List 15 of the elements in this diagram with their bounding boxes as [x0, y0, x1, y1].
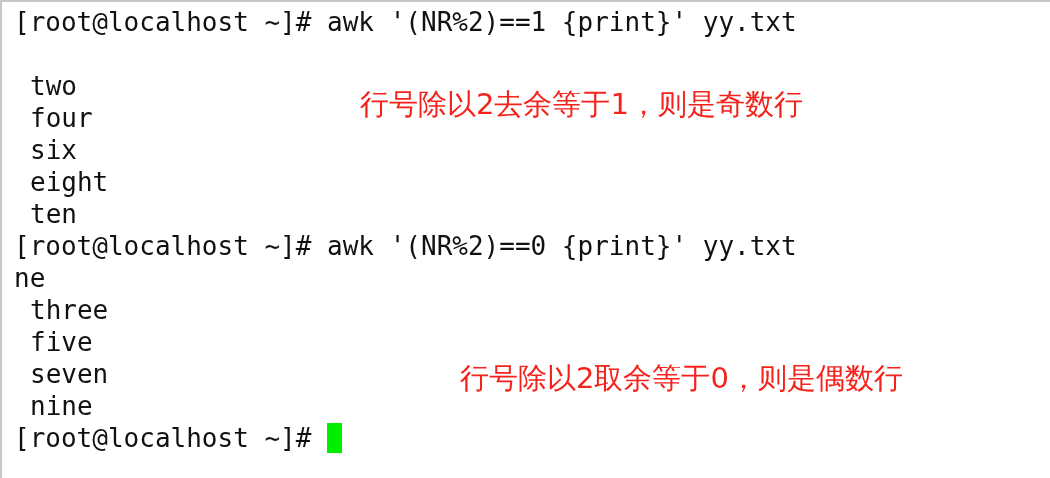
terminal-line: nine [30, 390, 93, 422]
terminal-line: three [30, 294, 109, 326]
terminal-line: eight [30, 166, 109, 198]
terminal-line: ne [14, 262, 46, 294]
annotation-text: 行号除以2去余等于1，则是奇数行 [360, 86, 803, 123]
terminal-line: ten [30, 198, 77, 230]
terminal-line: [root@localhost ~]# [14, 422, 312, 454]
terminal-line: [root@localhost ~]# awk '(NR%2)==1 {print}' yy.txt [14, 6, 797, 38]
annotation-text: 行号除以2取余等于0，则是偶数行 [460, 360, 903, 397]
terminal-line: two [30, 70, 77, 102]
terminal-line: four [30, 102, 93, 134]
terminal-line: five [30, 326, 93, 358]
terminal-line: [root@localhost ~]# awk '(NR%2)==0 {print}' yy.txt [14, 230, 797, 262]
terminal-line: seven [30, 358, 109, 390]
terminal-line: six [30, 134, 77, 166]
